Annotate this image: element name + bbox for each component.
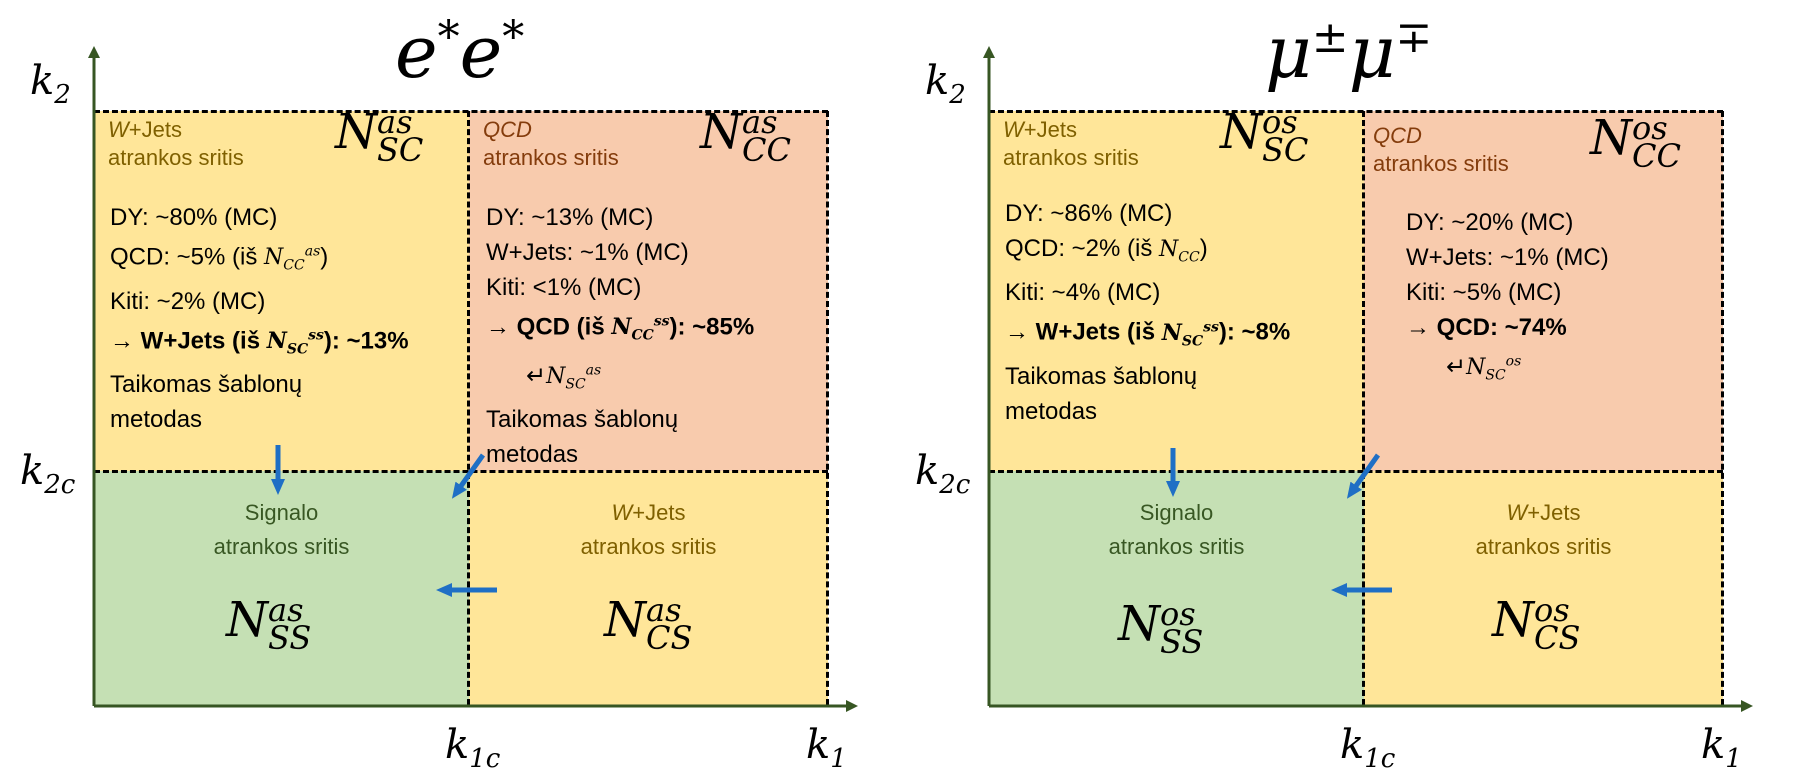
tl-breakdown: DY: ~86% (MC) QCD: ~2% (iš NCC) Kiti: ~4… xyxy=(1005,196,1365,429)
tr-line-qcd: → QCD: ~74% xyxy=(1406,314,1567,341)
boundary-top xyxy=(989,110,1723,113)
quadrant-top-right xyxy=(1364,111,1723,471)
tr-line-kiti: Kiti: <1% (MC) xyxy=(486,274,642,301)
axis-label-k2c: k2c xyxy=(20,448,76,500)
axes-and-arrows xyxy=(88,46,858,712)
axis-label-k1: k1 xyxy=(1701,722,1742,774)
tr-breakdown: DY: ~13% (MC) W+Jets: ~1% (MC) Kiti: <1%… xyxy=(486,200,826,472)
boundary-horizontal-mid xyxy=(94,470,828,473)
boundary-right xyxy=(1721,111,1724,705)
quadrant-bottom-right xyxy=(469,471,828,705)
axis-label-k1c: k1c xyxy=(1340,722,1396,774)
boundary-horizontal-mid xyxy=(989,470,1723,473)
tl-line-qcd: QCD: ~5% (iš NCCas) xyxy=(110,243,329,274)
quadrant-top-left xyxy=(989,111,1364,471)
tr-return-note: ↵NSCas xyxy=(526,362,602,393)
boundary-right xyxy=(826,111,829,705)
tl-line-kiti: Kiti: ~4% (MC) xyxy=(1005,279,1161,307)
tl-breakdown: DY: ~80% (MC) QCD: ~5% (iš NCCas) Kiti: … xyxy=(110,200,470,437)
quadrant-top-right xyxy=(469,111,828,471)
axis-label-k1c: k1c xyxy=(445,722,501,774)
panel-title: μ±μ∓ xyxy=(1265,10,1433,94)
boundary-vertical-mid xyxy=(1362,111,1365,705)
tl-line-qcd: QCD: ~2% (iš NCC) xyxy=(1005,235,1208,266)
tr-line-method-1: Taikomas šablonų xyxy=(486,406,679,434)
boundary-top xyxy=(94,110,828,113)
arrow-diagonal xyxy=(1346,453,1381,499)
axis-label-k1: k1 xyxy=(806,722,847,774)
tl-line-method-1: Taikomas šablonų xyxy=(110,371,303,399)
tr-line-qcd: → QCD (iš NCCss): ~85% xyxy=(486,313,755,344)
return-arrow-icon: ↵ xyxy=(526,362,547,390)
arrow-diagonal xyxy=(451,453,486,499)
quadrant-bottom-left xyxy=(989,471,1364,705)
quadrant-bottom-left xyxy=(94,471,469,705)
tl-line-wjets: → W+Jets (iš NSCss): ~13% xyxy=(110,327,409,358)
axis-label-k2: k2 xyxy=(925,58,966,110)
tr-line-wjets: W+Jets: ~1% (MC) xyxy=(486,239,689,266)
boundary-vertical-mid xyxy=(467,111,470,705)
quadrant-top-left xyxy=(94,111,469,471)
panel-title: e*e* xyxy=(395,10,525,94)
tl-line-dy: DY: ~86% (MC) xyxy=(1005,200,1173,227)
tl-line-method-1: Taikomas šablonų xyxy=(1005,363,1198,391)
axes-and-arrows xyxy=(983,46,1753,712)
tl-line-kiti: Kiti: ~2% (MC) xyxy=(110,287,266,315)
tr-line-wjets: W+Jets: ~1% (MC) xyxy=(1406,244,1609,271)
quadrant-bottom-right xyxy=(1364,471,1723,705)
axis-label-k2: k2 xyxy=(30,58,71,110)
tl-line-method-2: metodas xyxy=(110,406,203,434)
tl-line-wjets: → W+Jets (iš NSCss): ~8% xyxy=(1005,318,1291,350)
tr-line-dy: DY: ~20% (MC) xyxy=(1406,209,1574,236)
axis-label-k2c: k2c xyxy=(915,448,971,500)
return-arrow-icon: ↵ xyxy=(1446,353,1467,381)
tr-line-method-2: metodas xyxy=(486,441,579,469)
tl-line-method-2: metodas xyxy=(1005,398,1098,426)
tr-line-kiti: Kiti: ~5% (MC) xyxy=(1406,279,1562,306)
tr-breakdown: DY: ~20% (MC) W+Jets: ~1% (MC) Kiti: ~5%… xyxy=(1406,205,1716,394)
tr-return-note: ↵NSCos xyxy=(1446,353,1522,384)
tr-line-dy: DY: ~13% (MC) xyxy=(486,204,654,231)
tl-line-dy: DY: ~80% (MC) xyxy=(110,204,278,231)
